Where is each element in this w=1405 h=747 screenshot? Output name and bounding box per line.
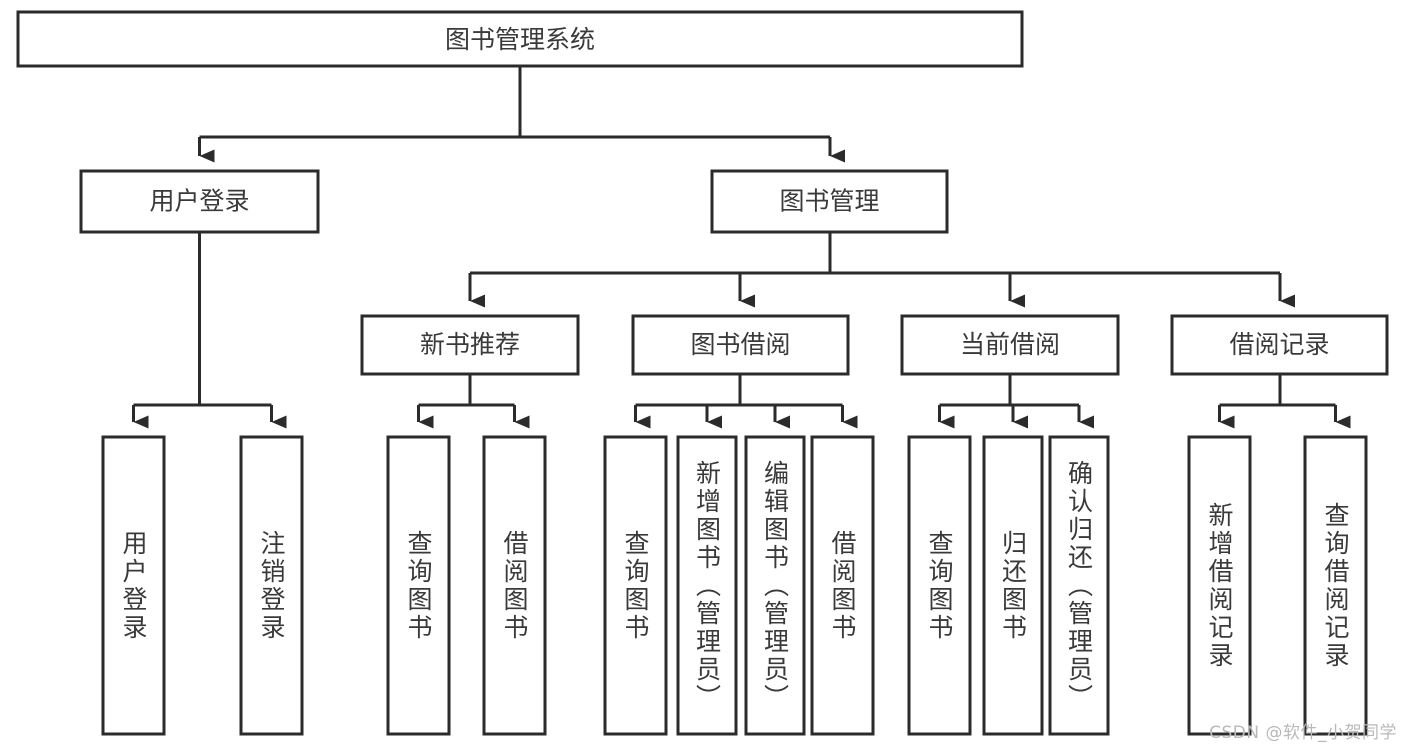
node-book-management[interactable]: 图书管理 <box>710 169 949 234</box>
leaf-edit-book-admin-label: 编辑图书（管理员） <box>760 459 790 712</box>
node-current-borrow-label: 当前借阅 <box>960 330 1060 359</box>
leaf-current-query-book[interactable]: 查询图书 <box>907 435 972 736</box>
leaf-confirm-return-admin[interactable]: 确认归还（管理员） <box>1048 435 1110 736</box>
node-book-management-label: 图书管理 <box>779 187 879 216</box>
leaf-confirm-return-admin-text-area: 确认归还（管理员） <box>1064 459 1094 712</box>
node-book-borrow-label: 图书借阅 <box>690 330 790 359</box>
leaf-current-query-book-label: 查询图书 <box>925 529 954 642</box>
node-user-login-label: 用户登录 <box>149 187 249 216</box>
leaf-query-borrow-record-text-area: 查询借阅记录 <box>1321 501 1350 670</box>
node-book-management-box[interactable] <box>710 169 949 234</box>
leaf-newbook-query-book-label: 查询图书 <box>404 529 433 642</box>
leaf-logout[interactable]: 注销登录 <box>239 435 304 736</box>
leaf-add-borrow-record-box[interactable] <box>1187 435 1252 736</box>
node-user-login[interactable]: 用户登录 <box>79 169 320 234</box>
node-current-borrow-box[interactable] <box>900 314 1120 376</box>
edge-borrow-stem <box>635 374 843 407</box>
leaf-confirm-return-admin-box[interactable] <box>1048 435 1110 736</box>
leaf-user-login-label: 用户登录 <box>119 529 148 642</box>
leaf-query-borrow-record-label: 查询借阅记录 <box>1321 501 1350 670</box>
leaf-logout-box[interactable] <box>239 435 304 736</box>
leaf-add-borrow-record-label: 新增借阅记录 <box>1205 501 1234 670</box>
leaf-newbook-query-book[interactable]: 查询图书 <box>386 435 451 736</box>
leaf-user-login-text-area: 用户登录 <box>119 529 148 642</box>
leaf-return-book-text-area: 归还图书 <box>998 529 1028 642</box>
edge-record-stem <box>1219 374 1336 407</box>
node-root-system-label: 图书管理系统 <box>445 25 595 54</box>
leaf-borrow-lend-book-text-area: 借阅图书 <box>828 529 857 642</box>
leaf-newbook-query-book-box[interactable] <box>386 435 451 736</box>
edge-bookmanage-stem <box>470 232 1280 275</box>
leaf-add-book-admin-box[interactable] <box>676 435 738 736</box>
leaf-newbook-borrow-book-label: 借阅图书 <box>500 529 529 642</box>
leaf-return-book-label: 归还图书 <box>998 529 1028 642</box>
leaf-return-book[interactable]: 归还图书 <box>982 435 1044 736</box>
node-new-book-recommend-box[interactable] <box>360 314 580 376</box>
leaf-newbook-borrow-book-text-area: 借阅图书 <box>500 529 529 642</box>
leaf-newbook-borrow-book[interactable]: 借阅图书 <box>482 435 547 736</box>
leaf-query-borrow-record-box[interactable] <box>1303 435 1368 736</box>
leaf-newbook-borrow-book-box[interactable] <box>482 435 547 736</box>
node-current-borrow[interactable]: 当前借阅 <box>900 314 1120 376</box>
node-user-login-box[interactable] <box>79 169 320 234</box>
leaf-edit-book-admin-text-area: 编辑图书（管理员） <box>760 459 790 712</box>
edge-newbook-stem <box>418 374 515 407</box>
leaf-add-borrow-record[interactable]: 新增借阅记录 <box>1187 435 1252 736</box>
leaf-borrow-query-book-label: 查询图书 <box>621 529 650 642</box>
leaf-logout-label: 注销登录 <box>257 529 286 642</box>
leaf-return-book-box[interactable] <box>982 435 1044 736</box>
leaf-borrow-lend-book-box[interactable] <box>810 435 875 736</box>
leaf-borrow-query-book-box[interactable] <box>603 435 668 736</box>
edge-userlogin-stem <box>133 232 272 407</box>
leaf-add-book-admin-label: 新增图书（管理员） <box>692 459 722 712</box>
connector-layer <box>132 66 1351 429</box>
leaf-logout-text-area: 注销登录 <box>257 529 286 642</box>
edge-current-stem <box>939 374 1079 407</box>
leaf-borrow-query-book[interactable]: 查询图书 <box>603 435 668 736</box>
leaf-edit-book-admin-box[interactable] <box>744 435 806 736</box>
node-book-borrow[interactable]: 图书借阅 <box>631 314 850 376</box>
node-root-system-box[interactable] <box>16 10 1024 68</box>
node-new-book-recommend-label: 新书推荐 <box>420 330 520 359</box>
leaf-add-borrow-record-text-area: 新增借阅记录 <box>1205 501 1234 670</box>
leaf-add-book-admin[interactable]: 新增图书（管理员） <box>676 435 738 736</box>
leaf-user-login-box[interactable] <box>101 435 166 736</box>
edge-root-bus <box>199 66 830 139</box>
node-borrow-record[interactable]: 借阅记录 <box>1170 314 1389 376</box>
leaf-newbook-query-book-text-area: 查询图书 <box>404 529 433 642</box>
leaf-confirm-return-admin-label: 确认归还（管理员） <box>1064 459 1094 712</box>
node-book-borrow-box[interactable] <box>631 314 850 376</box>
node-borrow-record-label: 借阅记录 <box>1229 330 1329 359</box>
leaf-add-book-admin-text-area: 新增图书（管理员） <box>692 459 722 712</box>
node-root-system[interactable]: 图书管理系统 <box>16 10 1024 68</box>
leaf-edit-book-admin[interactable]: 编辑图书（管理员） <box>744 435 806 736</box>
leaf-current-query-book-box[interactable] <box>907 435 972 736</box>
leaf-query-borrow-record[interactable]: 查询借阅记录 <box>1303 435 1368 736</box>
node-borrow-record-box[interactable] <box>1170 314 1389 376</box>
node-new-book-recommend[interactable]: 新书推荐 <box>360 314 580 376</box>
leaf-user-login[interactable]: 用户登录 <box>101 435 166 736</box>
leaf-current-query-book-text-area: 查询图书 <box>925 529 954 642</box>
leaf-borrow-lend-book[interactable]: 借阅图书 <box>810 435 875 736</box>
leaf-borrow-query-book-text-area: 查询图书 <box>621 529 650 642</box>
leaf-borrow-lend-book-label: 借阅图书 <box>828 529 857 642</box>
